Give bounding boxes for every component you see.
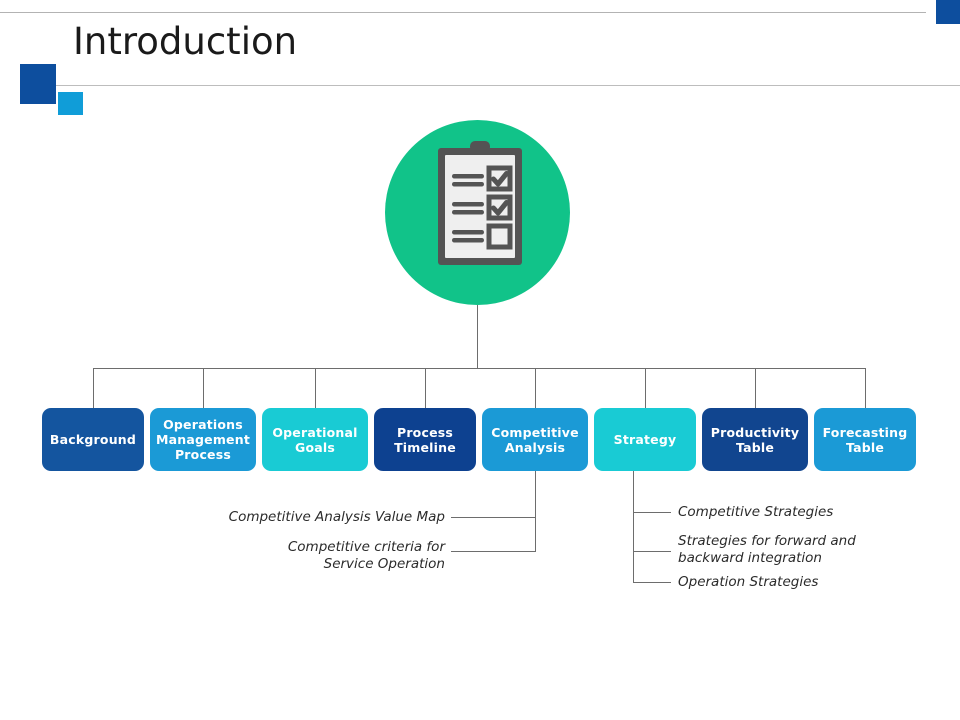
- connector-drop-5: [535, 368, 536, 408]
- node-label: Competitive Analysis: [491, 424, 579, 455]
- connector-drop-1: [93, 368, 94, 408]
- accent-square-cyan: [58, 92, 83, 115]
- connector-right-tick-2: [633, 551, 671, 552]
- page-title: Introduction: [73, 20, 298, 63]
- connector-right-tick-1: [633, 512, 671, 513]
- clipboard-checklist-icon: [438, 141, 522, 265]
- connector-left-tick-1: [451, 517, 536, 518]
- node-label: Forecasting Table: [822, 424, 908, 455]
- connector-drop-7: [755, 368, 756, 408]
- annotation-right-3: Operation Strategies: [678, 574, 819, 590]
- node-label: Process Timeline: [394, 424, 456, 455]
- connector-drop-4: [425, 368, 426, 408]
- connector-bus: [93, 368, 865, 369]
- node-process-timeline[interactable]: Process Timeline: [374, 408, 476, 471]
- connector-drop-3: [315, 368, 316, 408]
- node-operational-goals[interactable]: Operational Goals: [262, 408, 368, 471]
- annotation-left-1: Competitive Analysis Value Map: [228, 509, 445, 525]
- annotation-right-2: Strategies for forward and backward inte…: [678, 533, 856, 566]
- connector-trunk: [477, 305, 478, 368]
- node-background[interactable]: Background: [42, 408, 144, 471]
- node-strategy[interactable]: Strategy: [594, 408, 696, 471]
- accent-square-dark: [20, 64, 56, 104]
- connector-drop-6: [645, 368, 646, 408]
- connector-right-spine: [633, 471, 634, 583]
- node-label: Operations Management Process: [155, 417, 250, 462]
- connector-drop-8: [865, 368, 866, 408]
- node-label: Productivity Table: [710, 424, 800, 455]
- top-divider-rule: [0, 12, 926, 13]
- annotation-left-2: Competitive criteria for Service Operati…: [287, 539, 445, 572]
- node-label: Strategy: [613, 432, 677, 447]
- annotation-right-1: Competitive Strategies: [678, 504, 834, 520]
- node-forecasting-table[interactable]: Forecasting Table: [814, 408, 916, 471]
- node-label: Operational Goals: [272, 424, 358, 455]
- node-productivity-table[interactable]: Productivity Table: [702, 408, 808, 471]
- connector-left-spine: [535, 471, 536, 551]
- connector-right-tick-3: [633, 582, 671, 583]
- title-divider-rule: [56, 85, 960, 86]
- connector-drop-2: [203, 368, 204, 408]
- node-operations-management[interactable]: Operations Management Process: [150, 408, 256, 471]
- node-label: Background: [49, 432, 137, 447]
- top-right-accent-square: [936, 0, 960, 24]
- node-competitive-analysis[interactable]: Competitive Analysis: [482, 408, 588, 471]
- connector-left-tick-2: [451, 551, 536, 552]
